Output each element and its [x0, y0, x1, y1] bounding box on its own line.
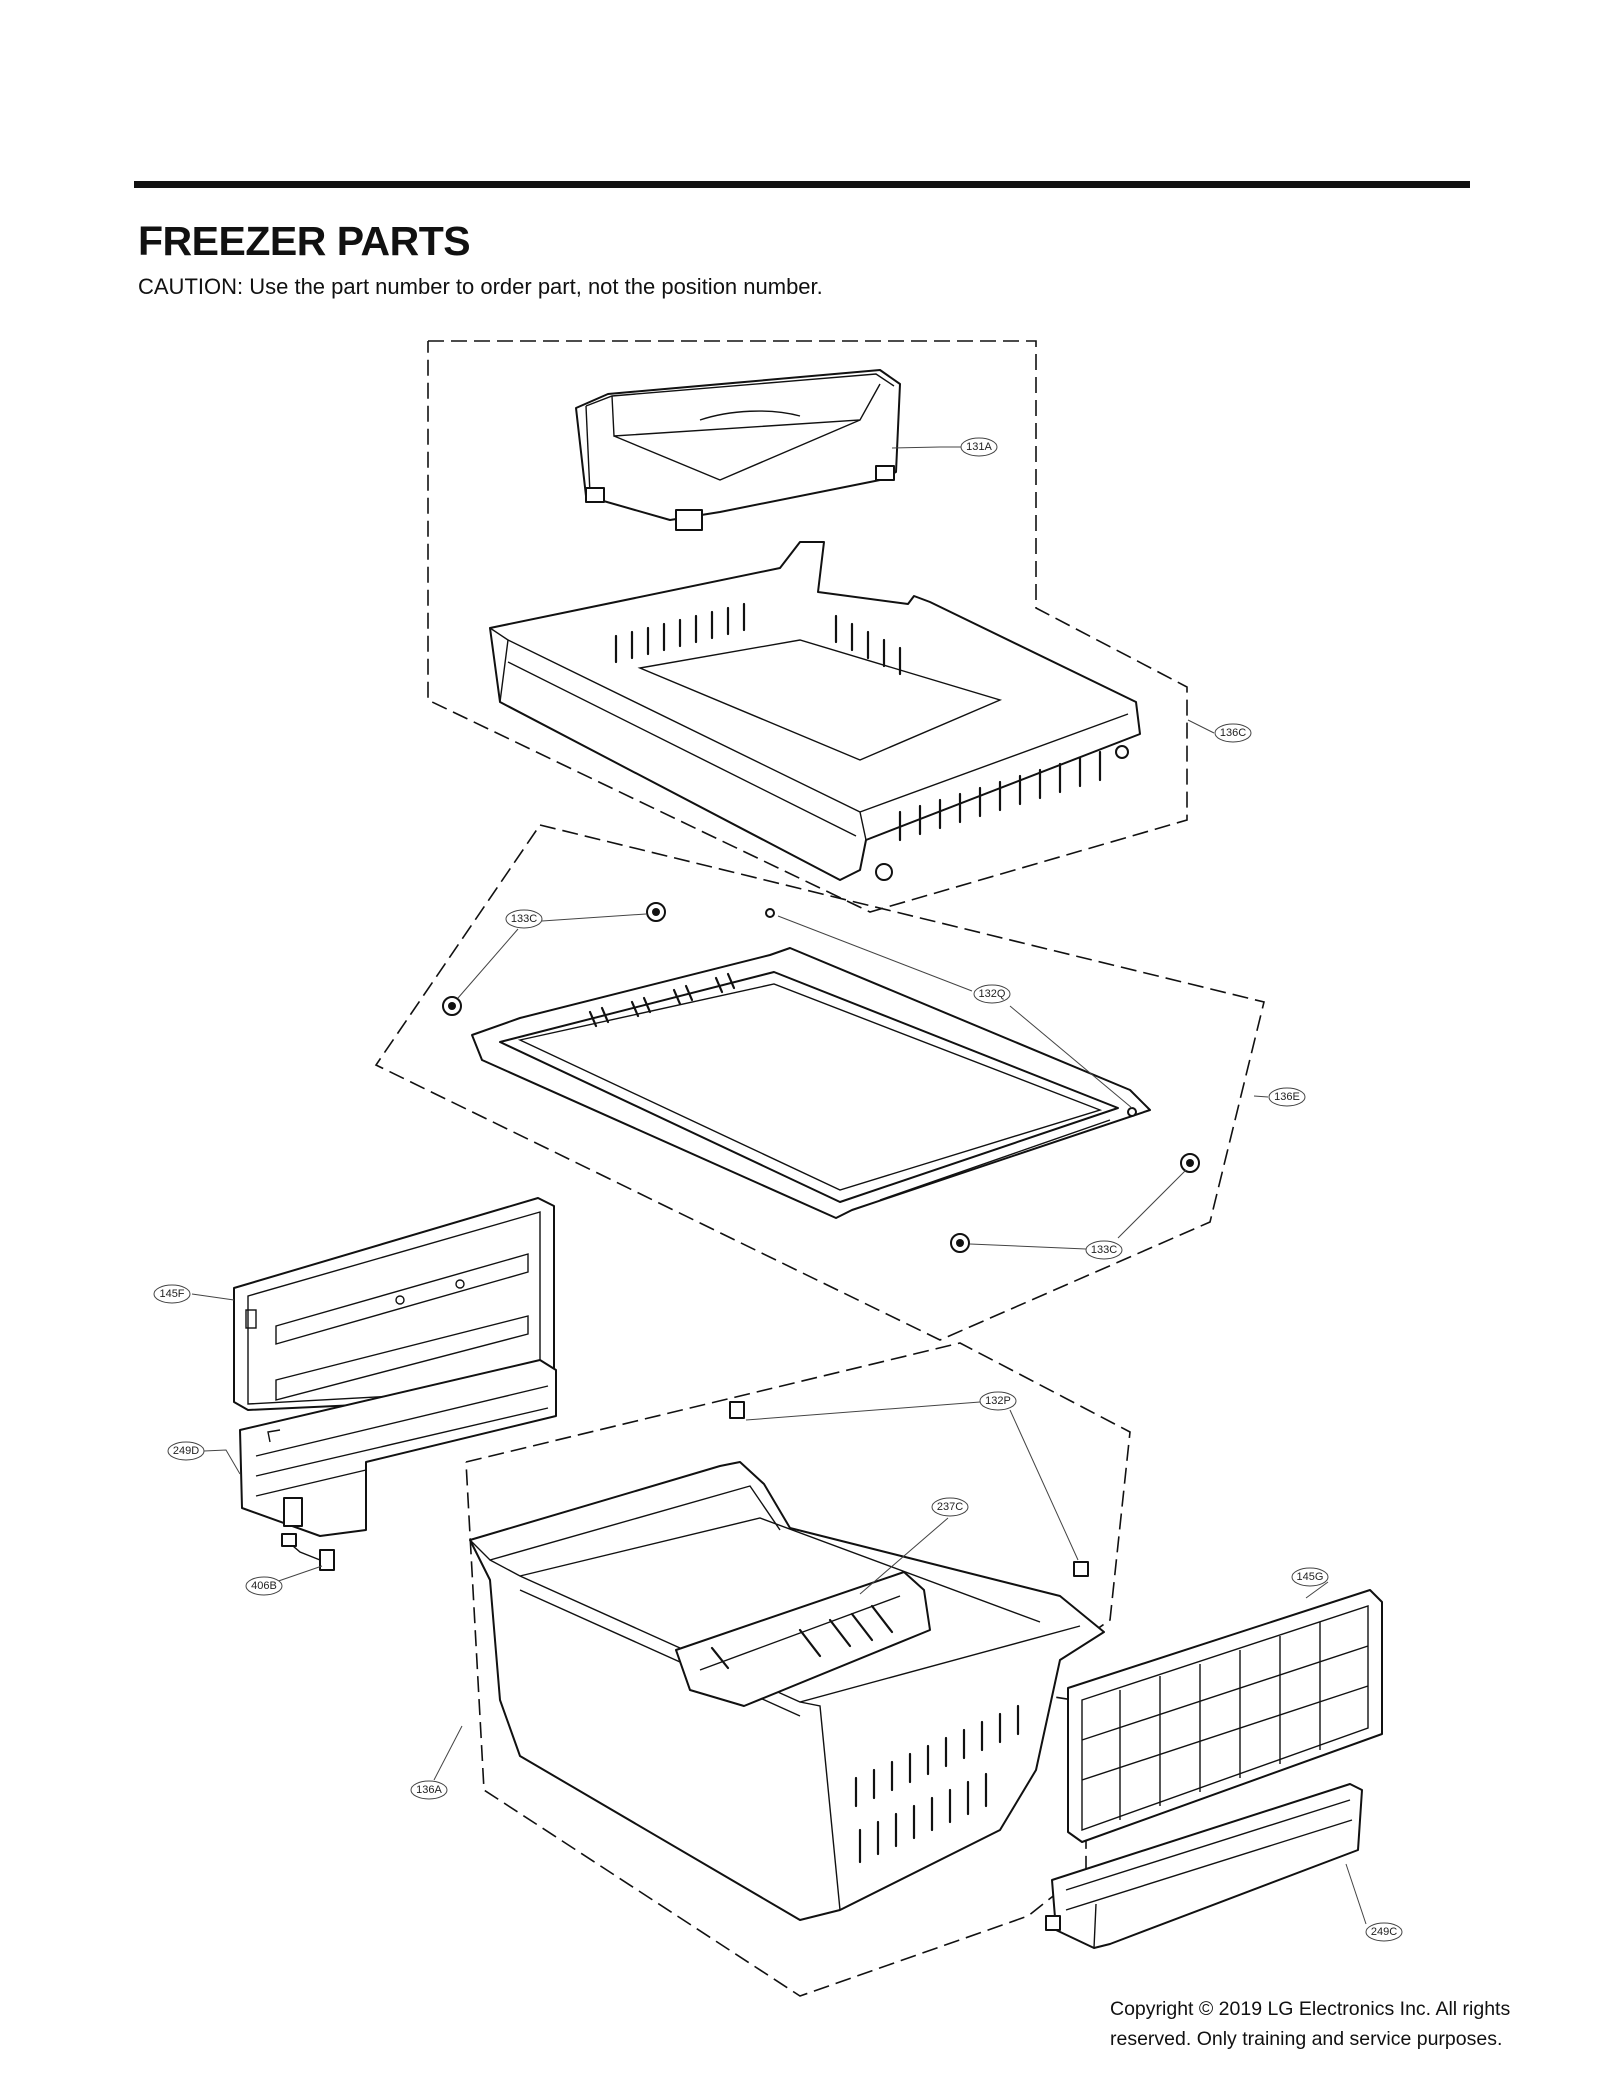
- leader-249d: [203, 1449, 241, 1475]
- leader-145g: [1305, 1581, 1329, 1599]
- leader-133c-bottom-b: [1117, 1169, 1187, 1239]
- svg-text:249C: 249C: [1371, 1926, 1397, 1938]
- leader-132p-b: [1009, 1409, 1079, 1561]
- page-title: FREEZER PARTS: [138, 218, 471, 264]
- svg-text:145F: 145F: [159, 1288, 184, 1300]
- copyright-line-1: Copyright © 2019 LG Electronics Inc. All…: [1110, 1998, 1511, 2020]
- part-249d-rail: [239, 1359, 557, 1537]
- callout-145g: 145G: [1291, 1567, 1329, 1587]
- svg-text:136C: 136C: [1220, 727, 1246, 739]
- part-136e-frame: [471, 908, 1151, 1219]
- svg-text:145G: 145G: [1297, 1571, 1324, 1583]
- callout-145f: 145F: [153, 1284, 191, 1304]
- header-rule: [134, 181, 1470, 188]
- part-132p-clip-a: [729, 1401, 745, 1419]
- leader-133c-top-b: [457, 928, 519, 999]
- svg-text:406B: 406B: [251, 1580, 277, 1592]
- callout-136a: 136A: [410, 1780, 448, 1800]
- leader-132q-b: [1009, 1005, 1133, 1109]
- part-406b-connector: [281, 1533, 335, 1571]
- callout-237c: 237C: [931, 1497, 969, 1517]
- svg-text:249D: 249D: [173, 1445, 199, 1457]
- svg-text:132P: 132P: [985, 1395, 1011, 1407]
- svg-text:237C: 237C: [937, 1501, 963, 1513]
- part-133c-roller-c: [1180, 1153, 1200, 1173]
- svg-text:136A: 136A: [416, 1784, 442, 1796]
- leader-237c: [859, 1517, 949, 1595]
- leader-133c-top: [541, 913, 647, 922]
- part-133c-roller-b: [442, 996, 462, 1016]
- callout-133c-bottom: 133C: [1085, 1240, 1123, 1260]
- callout-249c: 249C: [1365, 1922, 1403, 1942]
- leader-249c: [1345, 1863, 1367, 1925]
- part-131a-tray: [575, 369, 901, 531]
- part-145g-panel: [1067, 1589, 1383, 1843]
- leader-145f: [191, 1293, 235, 1301]
- callout-132q: 132Q: [973, 984, 1011, 1004]
- caution-text: CAUTION: Use the part number to order pa…: [138, 274, 823, 299]
- callout-131a: 131A: [960, 437, 998, 457]
- leader-136c: [1187, 719, 1215, 734]
- svg-text:132Q: 132Q: [979, 988, 1006, 1000]
- part-136a-drawer: [469, 1461, 1105, 1921]
- svg-text:136E: 136E: [1274, 1091, 1300, 1103]
- leader-132q-a: [777, 915, 973, 992]
- leader-136a: [433, 1725, 463, 1781]
- part-133c-roller-d: [950, 1233, 970, 1253]
- callout-136c: 136C: [1214, 723, 1252, 743]
- basket-136c-slots: [614, 602, 1102, 842]
- part-136c-basket: [489, 541, 1141, 881]
- callout-136e: 136E: [1268, 1087, 1306, 1107]
- part-133c-roller-a: [646, 902, 666, 922]
- leader-136e: [1253, 1095, 1269, 1098]
- group-outline-136c: [427, 340, 1188, 913]
- copyright-notice: Copyright © 2019 LG Electronics Inc. All…: [1110, 1994, 1570, 2054]
- drawer-136a-slots: [710, 1604, 1020, 1864]
- frame-136e-slots: [588, 972, 736, 1028]
- callout-132p: 132P: [979, 1391, 1017, 1411]
- group-outline-136e: [374, 824, 1265, 1341]
- svg-text:131A: 131A: [966, 441, 992, 453]
- callout-249d: 249D: [167, 1441, 205, 1461]
- leader-132p-a: [745, 1401, 981, 1421]
- copyright-line-2: reserved. Only training and service purp…: [1110, 2028, 1503, 2050]
- svg-text:133C: 133C: [1091, 1244, 1117, 1256]
- leader-131a: [891, 446, 962, 449]
- part-249c-rail: [1045, 1783, 1363, 1949]
- callout-406b: 406B: [245, 1576, 283, 1596]
- callout-133c-top: 133C: [505, 909, 543, 929]
- svg-text:133C: 133C: [511, 913, 537, 925]
- leader-133c-bottom-a: [969, 1243, 1087, 1250]
- part-132p-clip-b: [1073, 1561, 1089, 1577]
